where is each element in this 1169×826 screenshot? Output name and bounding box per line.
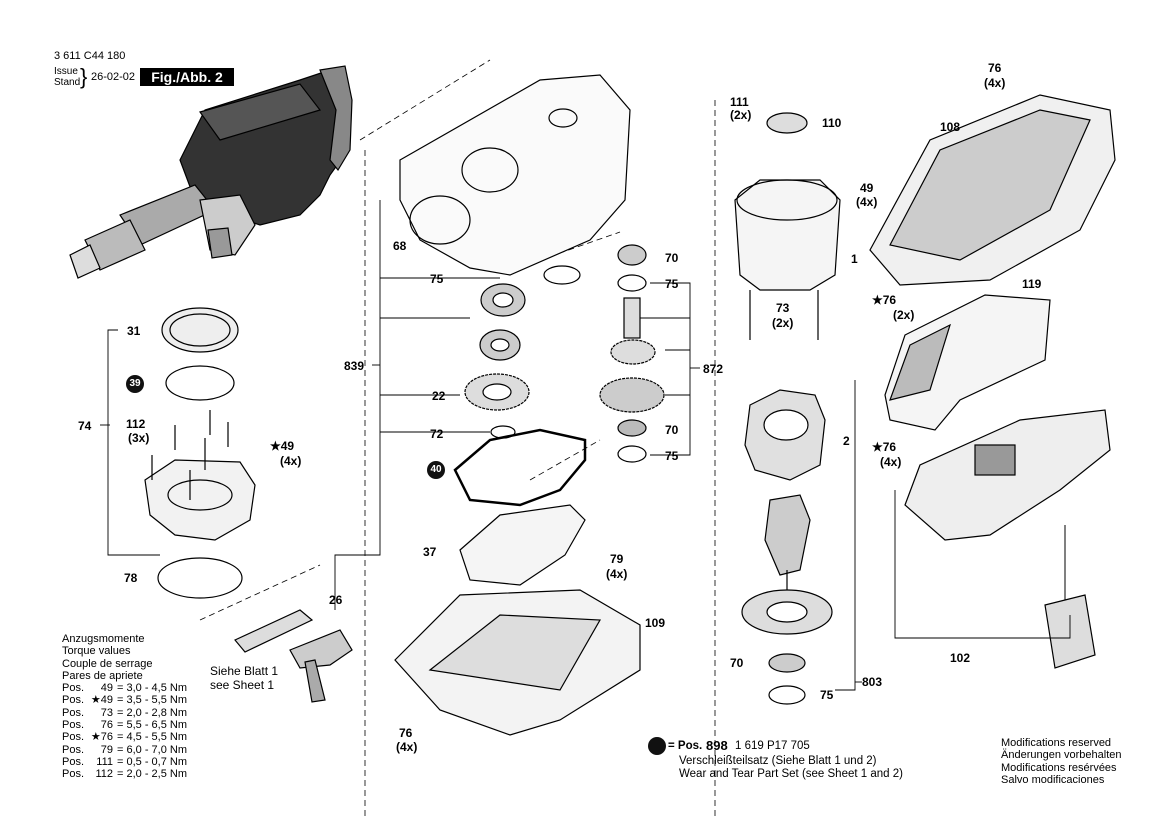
wear-pos-number: 898 [706,738,728,753]
bearings-left [479,283,526,361]
callout-75-c: 75 [665,449,679,463]
callout-108: 108 [940,120,961,134]
callout-803: 803 [862,675,883,689]
callout-76-bottom: 76 [399,726,413,740]
torque-row: Pos.★76= 4,5 - 5,5 Nm [62,731,188,744]
callout-76-bottom-qty: (4x) [396,740,418,754]
callout-70-a: 70 [665,251,679,265]
see-sheet: see Sheet 1 [210,678,275,692]
callout-70-b: 70 [665,423,679,437]
callout-72: 72 [430,427,444,441]
torque-values-table: Anzugsmomente Torque values Couple de se… [62,633,187,781]
modifications-de: Änderungen vorbehalten [1001,749,1122,762]
callout-872: 872 [703,362,724,376]
torque-row: Pos.★49= 3,5 - 5,5 Nm [62,694,188,707]
callout-74: 74 [78,419,92,433]
callout-73: 73 [776,301,790,315]
torque-row: Pos.111= 0,5 - 0,7 Nm [62,755,188,768]
callout-75-b: 75 [665,277,679,291]
torque-title-fr: Couple de serrage [62,657,153,670]
modifications-es: Salvo modificaciones [1001,773,1105,786]
wear-pos-label: = Pos. [668,740,703,752]
demolition-hammer-illustration [69,65,353,279]
torque-title-es: Pares de apriete [62,669,143,682]
torque-row: Pos.76= 5,5 - 6,5 Nm [62,719,188,732]
callout-79-qty: (4x) [606,567,628,581]
callout-2: 2 [843,434,850,448]
callout-112-qty: (3x) [128,431,150,445]
wear-part-number: 1 619 P17 705 [735,740,810,752]
callout-75-d: 75 [820,688,834,702]
modifications-en: Modifications reserved [1001,737,1112,749]
callout-119: 119 [1022,277,1042,291]
callout-37: 37 [423,545,437,559]
bearings-right [599,244,665,463]
callout-49-right-qty: (4x) [856,195,878,209]
callout-111: 111 [730,95,749,109]
torque-row: Pos.73= 2,0 - 2,8 Nm [62,706,188,719]
callout-75-a: 75 [430,272,444,286]
wear-set-description: Verschleißteilsatz (Siehe Blatt 1 und 2)… [679,755,903,781]
issue-label: Issue [54,66,78,77]
torque-row: Pos.49= 3,0 - 4,5 Nm [62,682,188,695]
wear-line-de: Verschleißteilsatz (Siehe Blatt 1 und 2) [679,755,877,767]
doc-number: 3 611 C44 180 [54,50,126,62]
callout-70-c: 70 [730,656,744,670]
callout-49-left: ★49 [270,439,295,453]
callout-40: 40 [427,461,445,479]
screws-112 [151,410,229,500]
callout-26: 26 [329,593,343,607]
callout-109: 109 [645,616,666,630]
callout-39: 39 [126,375,144,393]
callout-76-star-b: ★76 [872,440,897,454]
issue-date: 26-02-02 [91,71,136,83]
callout-76-top-qty: (4x) [984,76,1006,90]
stand-label: Stand [54,77,81,88]
callout-76-star-qty: (2x) [893,308,915,322]
wear-part-bullet-icon [648,737,666,755]
torque-row: Pos.112= 2,0 - 2,5 Nm [62,768,188,781]
callout-68: 68 [393,239,407,253]
callout-49-right: 49 [860,181,874,195]
callout-76-star: ★76 [872,293,897,307]
callout-73-qty: (2x) [772,316,794,330]
callout-112: 112 [126,417,146,431]
callout-76-star-b-qty: (4x) [880,455,902,469]
figure-label: Fig./Abb. 2 [140,68,234,86]
callout-111-qty: (2x) [730,108,752,122]
brace-icon: } [80,64,88,89]
callout-22: 22 [432,389,446,403]
siehe-blatt: Siehe Blatt 1 [210,664,279,678]
callout-110: 110 [822,116,842,130]
torque-title-en: Torque values [62,645,131,658]
callout-79: 79 [610,552,624,566]
callout-839: 839 [344,359,365,373]
callout-78: 78 [124,571,138,585]
callout-31: 31 [127,324,141,338]
modifications-notice: Modifications reserved Änderungen vorbeh… [1001,737,1121,786]
callout-49-left-qty: (4x) [280,454,302,468]
torque-row: Pos.79= 6,0 - 7,0 Nm [62,743,188,756]
callout-76-top: 76 [988,61,1002,75]
callout-102: 102 [950,651,971,665]
wear-line-en: Wear and Tear Part Set (see Sheet 1 and … [679,768,903,780]
callout-1: 1 [851,252,858,266]
torque-title-de: Anzugsmomente [62,633,145,645]
modifications-fr: Modifications resérvées [1001,761,1117,774]
